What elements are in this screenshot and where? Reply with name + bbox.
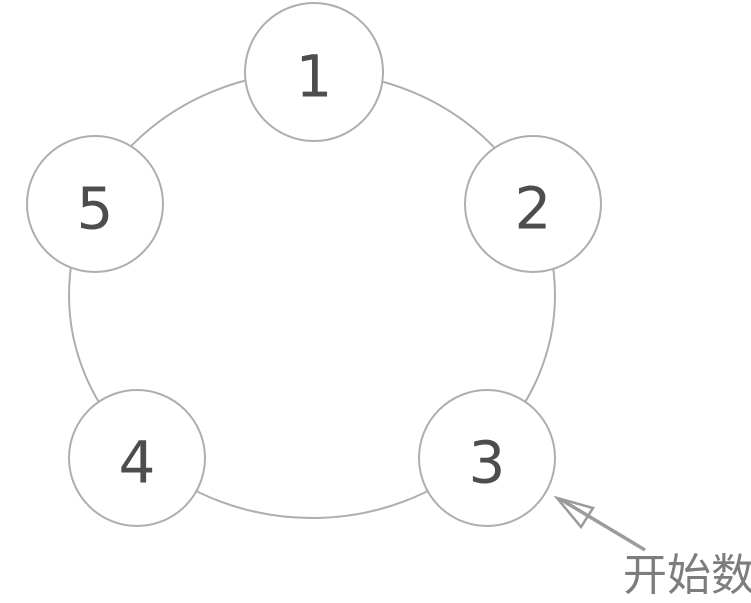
arrow-head-icon [553,495,595,530]
node-2-label: 2 [515,175,552,243]
node-1-label: 1 [296,43,333,111]
node-1-circle [244,2,384,142]
node-5-circle [26,135,164,273]
node-4-label: 4 [119,429,156,497]
node-3-label: 3 [469,429,506,497]
node-3: 3 [418,389,556,527]
node-2: 2 [464,135,602,273]
node-4-circle [68,389,206,527]
start-count-label: 开始数 [623,550,751,601]
node-3-circle [418,389,556,527]
node-5: 5 [26,135,164,273]
node-5-label: 5 [77,175,114,243]
node-2-circle [464,135,602,273]
node-1: 1 [244,2,384,142]
node-4: 4 [68,389,206,527]
start-pointer-arrow [553,495,646,552]
arrow-shaft [559,497,646,552]
